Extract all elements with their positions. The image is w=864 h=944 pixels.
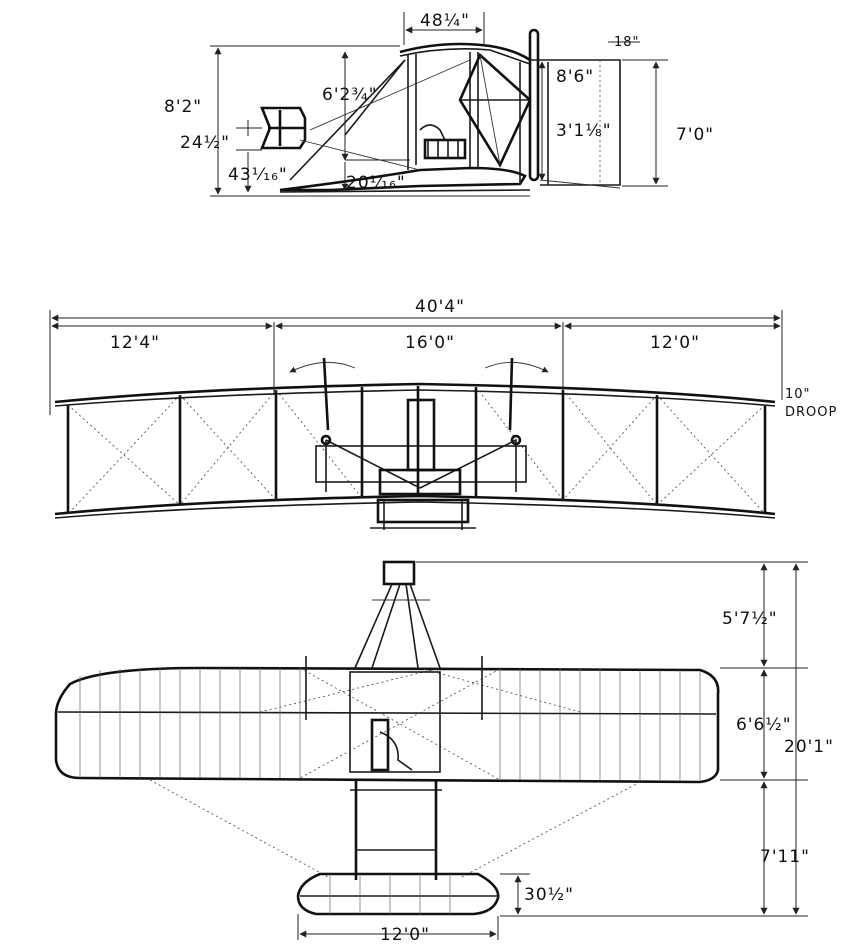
side-view: 48¼" 8'2" 6'2¾" 24½" 43¹⁄₁₆" 20¹⁄₁₆" 8'6… xyxy=(164,11,714,197)
dim-elevator-distance: 7'11" xyxy=(760,847,810,867)
dim-rudder-chord: 18" xyxy=(614,35,640,50)
dim-left-panel: 12'4" xyxy=(110,333,160,353)
dim-elevator-span: 12'0" xyxy=(380,925,430,944)
top-rudder xyxy=(382,560,416,586)
dim-height-wing: 6'2¾" xyxy=(322,85,378,105)
dim-rudder-span: 7'0" xyxy=(676,125,714,145)
dim-overall-length: 20'1" xyxy=(784,737,834,757)
side-upper-wing xyxy=(399,42,531,62)
dim-prop-dia: 3'1⅛" xyxy=(556,121,612,141)
front-lower-wing xyxy=(54,494,776,516)
top-elevator xyxy=(296,872,500,916)
dim-droop-value: 10" xyxy=(785,387,811,402)
top-view: 5'7½" 6'6½" 20'1" 7'11" 30½" 12'0" xyxy=(54,560,834,944)
dim-center-panel: 16'0" xyxy=(405,333,455,353)
top-center-section xyxy=(349,671,441,773)
dim-height-overall: 8'2" xyxy=(164,97,202,117)
dim-prop-height: 8'6" xyxy=(556,67,594,87)
front-upper-wing xyxy=(54,382,776,404)
dim-elevator-ground: 43¹⁄₁₆" xyxy=(228,165,288,185)
dim-span: 40'4" xyxy=(415,297,465,317)
front-center-frame xyxy=(315,445,527,483)
engine xyxy=(423,138,467,160)
dim-skid-clearance: 20¹⁄₁₆" xyxy=(346,173,406,193)
top-bracing xyxy=(259,667,581,781)
front-struts xyxy=(66,386,767,514)
dim-wing-chord: 6'6½" xyxy=(736,715,792,735)
dim-chord: 48¼" xyxy=(420,11,470,31)
side-elevator xyxy=(260,106,307,150)
dim-droop-label: DROOP xyxy=(785,405,837,420)
side-propeller xyxy=(528,28,540,182)
dim-tail-distance: 5'7½" xyxy=(722,609,778,629)
top-wing xyxy=(54,666,720,784)
wing-ribs xyxy=(79,668,701,780)
dim-elevator-chord: 30½" xyxy=(524,885,574,905)
dim-right-panel: 12'0" xyxy=(650,333,700,353)
side-lower-skid xyxy=(279,166,527,192)
front-view: 40'4" 12'4" 16'0" 12'0" 10" DROOP xyxy=(49,297,837,530)
dim-elevator-height: 24½" xyxy=(180,133,230,153)
